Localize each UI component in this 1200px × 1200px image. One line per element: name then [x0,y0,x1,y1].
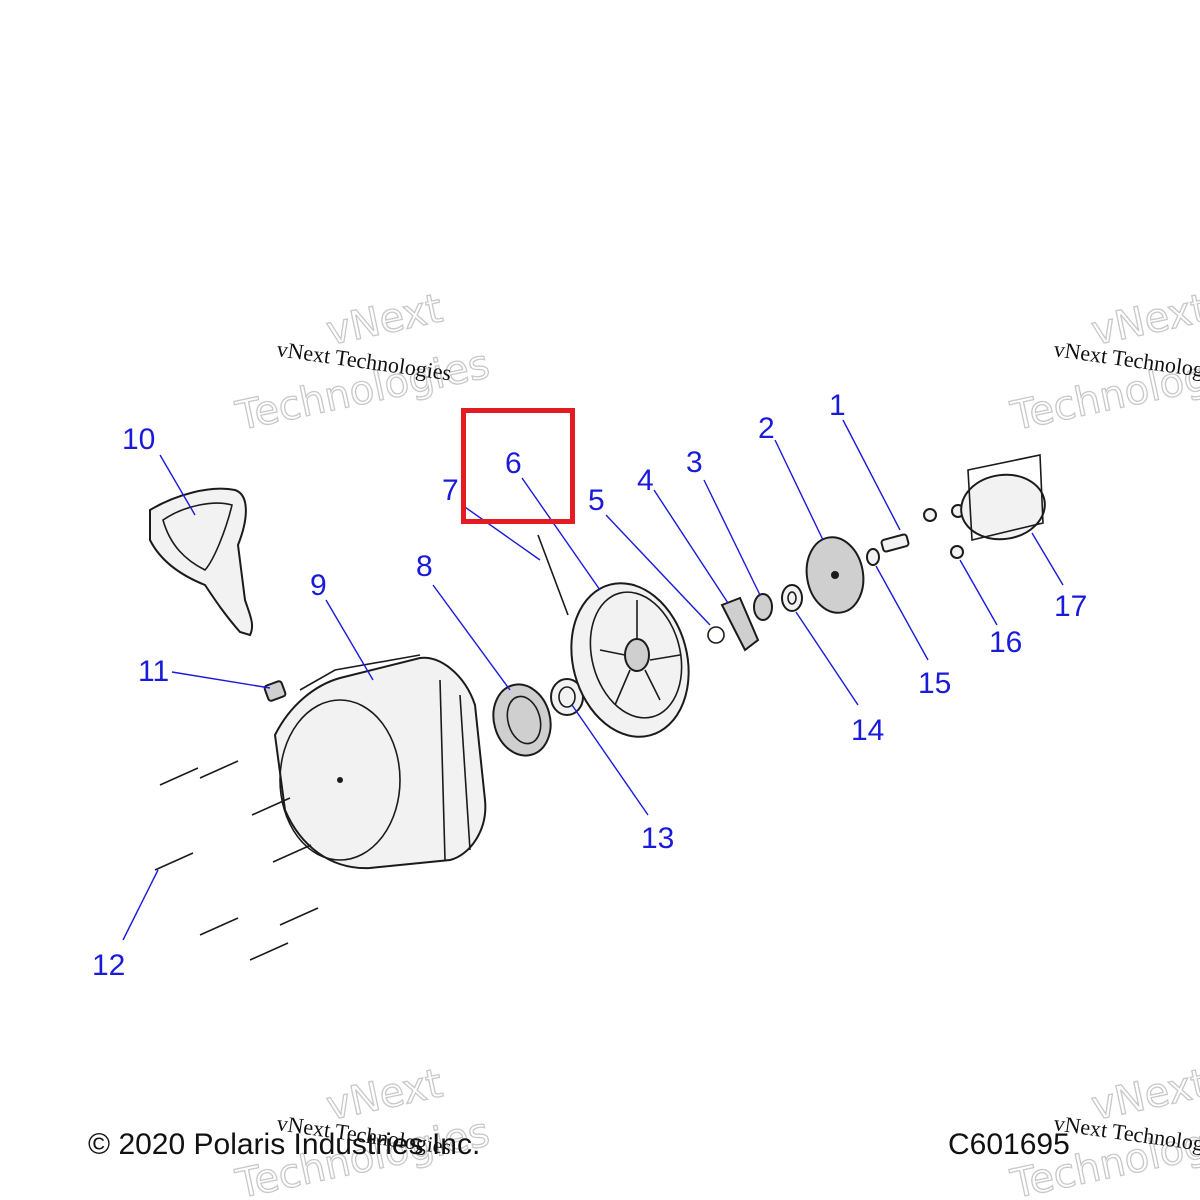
callout-8[interactable]: 8 [416,550,433,583]
part-clip [707,626,725,644]
part-washer [781,584,803,612]
callout-1[interactable]: 1 [829,389,846,422]
part-plate [805,536,865,614]
copyright-text: © 2020 Polaris Industries Inc. [88,1128,481,1161]
callout-6[interactable]: 6 [505,447,522,480]
part-spacer [550,678,584,716]
callout-4[interactable]: 4 [637,464,654,497]
leader-2 [774,439,824,541]
leader-lines [122,419,1064,941]
callout-3[interactable]: 3 [686,446,703,479]
callout-9[interactable]: 9 [310,569,327,602]
callout-11[interactable]: 11 [138,655,169,688]
leader-12 [122,869,159,941]
part-bolts [154,760,319,961]
part-recoil-handle [149,487,254,637]
callout-14[interactable]: 14 [851,714,884,747]
callout-13[interactable]: 13 [641,822,674,855]
callout-17[interactable]: 17 [1054,590,1087,623]
leader-9 [325,599,374,681]
part-pawl [720,596,760,652]
highlight-box [461,408,575,524]
leader-8 [432,584,511,691]
leader-14 [795,611,859,706]
callout-16[interactable]: 16 [989,626,1022,659]
watermark-top-right: vNext Technologies vNext Technologies [1006,285,1200,441]
leader-3 [703,479,761,596]
leader-6 [521,477,601,591]
part-screw [880,533,910,553]
leader-10 [159,454,196,516]
part-starter-housing [273,654,487,870]
part-recoil-spring [492,683,552,757]
callout-5[interactable]: 5 [588,484,605,517]
leader-4 [653,489,729,604]
part-nuts [923,504,965,559]
leader-17 [1031,532,1064,586]
leader-7 [461,504,541,561]
leader-15 [875,565,929,661]
callouts: 1 2 3 4 5 6 7 8 9 10 11 12 13 14 15 16 1… [92,389,1087,982]
leader-11 [171,671,271,689]
part-cup [960,454,1046,542]
part-small-washer [866,548,880,566]
callout-12[interactable]: 12 [92,949,125,982]
part-spring [753,593,773,621]
watermark-top-left: vNext Technologies vNext Technologies [231,285,494,441]
part-pulley [570,582,690,738]
drawing-id: C601695 [948,1128,1070,1161]
callout-2[interactable]: 2 [758,412,775,445]
part-bushing [263,680,287,702]
leader-16 [959,559,998,626]
leader-5 [605,514,711,626]
callout-7[interactable]: 7 [442,474,459,507]
callout-10[interactable]: 10 [122,423,155,456]
callout-15[interactable]: 15 [918,667,951,700]
leader-13 [571,704,649,816]
part-rope [537,534,569,616]
leader-1 [842,419,901,531]
